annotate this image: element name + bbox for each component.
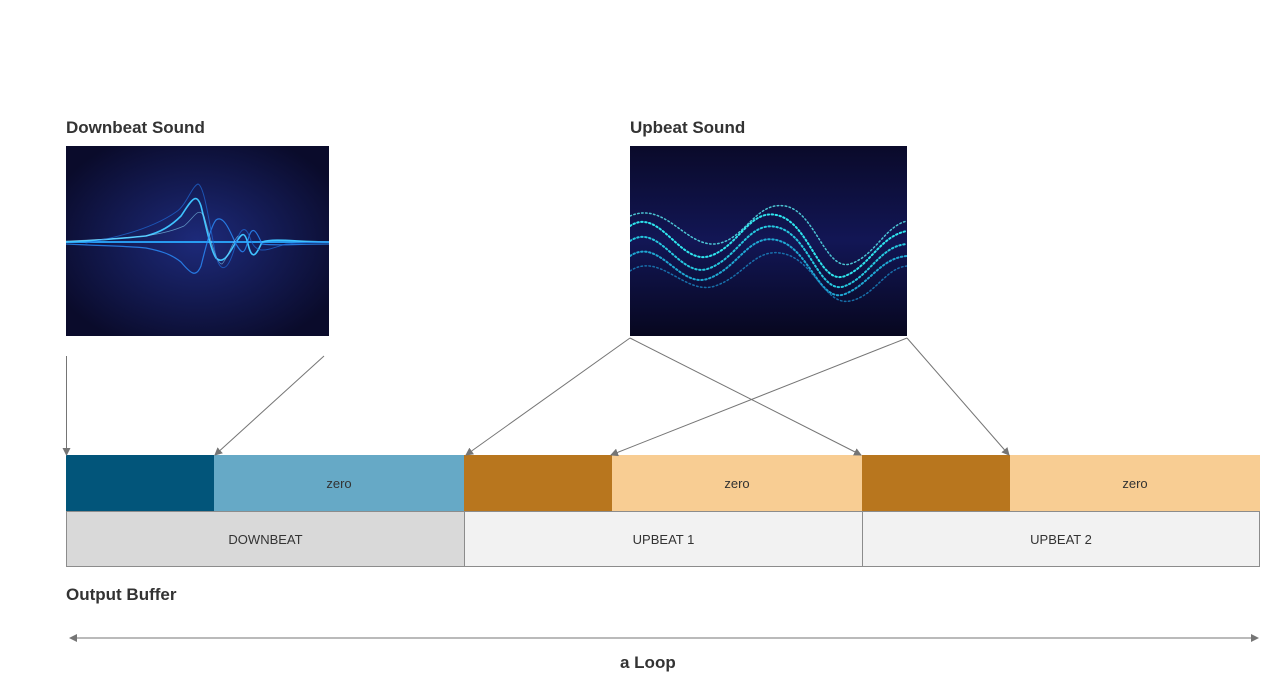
upbeat2-sound-segment [862, 455, 1010, 511]
arrow-upbeat1-end [610, 337, 908, 457]
downbeat-waveform-image [66, 146, 329, 336]
arrow-upbeat2-start [629, 337, 862, 456]
upbeat2-zero-segment: zero [1010, 455, 1260, 511]
upbeat1-zero-segment: zero [612, 455, 862, 511]
buffer-cell-label: DOWNBEAT [228, 531, 303, 547]
downbeat-sound-segment [66, 455, 214, 511]
buffer-cell-label: UPBEAT 1 [632, 531, 695, 547]
buffer-cell-downbeat: DOWNBEAT [66, 511, 465, 567]
downbeat-sound-title: Downbeat Sound [66, 118, 205, 137]
downbeat-zero-segment: zero [214, 455, 464, 511]
upbeat-waveform-image [630, 146, 907, 336]
segment-label: zero [1122, 475, 1148, 491]
arrow-upbeat1-start [465, 337, 631, 456]
buffer-cell-upbeat-1: UPBEAT 1 [464, 511, 863, 567]
arrow-downbeat-end [214, 355, 325, 456]
loop-label: a Loop [620, 653, 676, 672]
output-buffer-title: Output Buffer [66, 585, 177, 604]
buffer-cell-upbeat-2: UPBEAT 2 [862, 511, 1260, 567]
arrow-upbeat2-end [906, 337, 1010, 456]
segment-label: zero [326, 475, 352, 491]
upbeat1-sound-segment [464, 455, 612, 511]
buffer-cell-label: UPBEAT 2 [1030, 531, 1092, 547]
segment-label: zero [724, 475, 750, 491]
upbeat-sound-title: Upbeat Sound [630, 118, 746, 137]
